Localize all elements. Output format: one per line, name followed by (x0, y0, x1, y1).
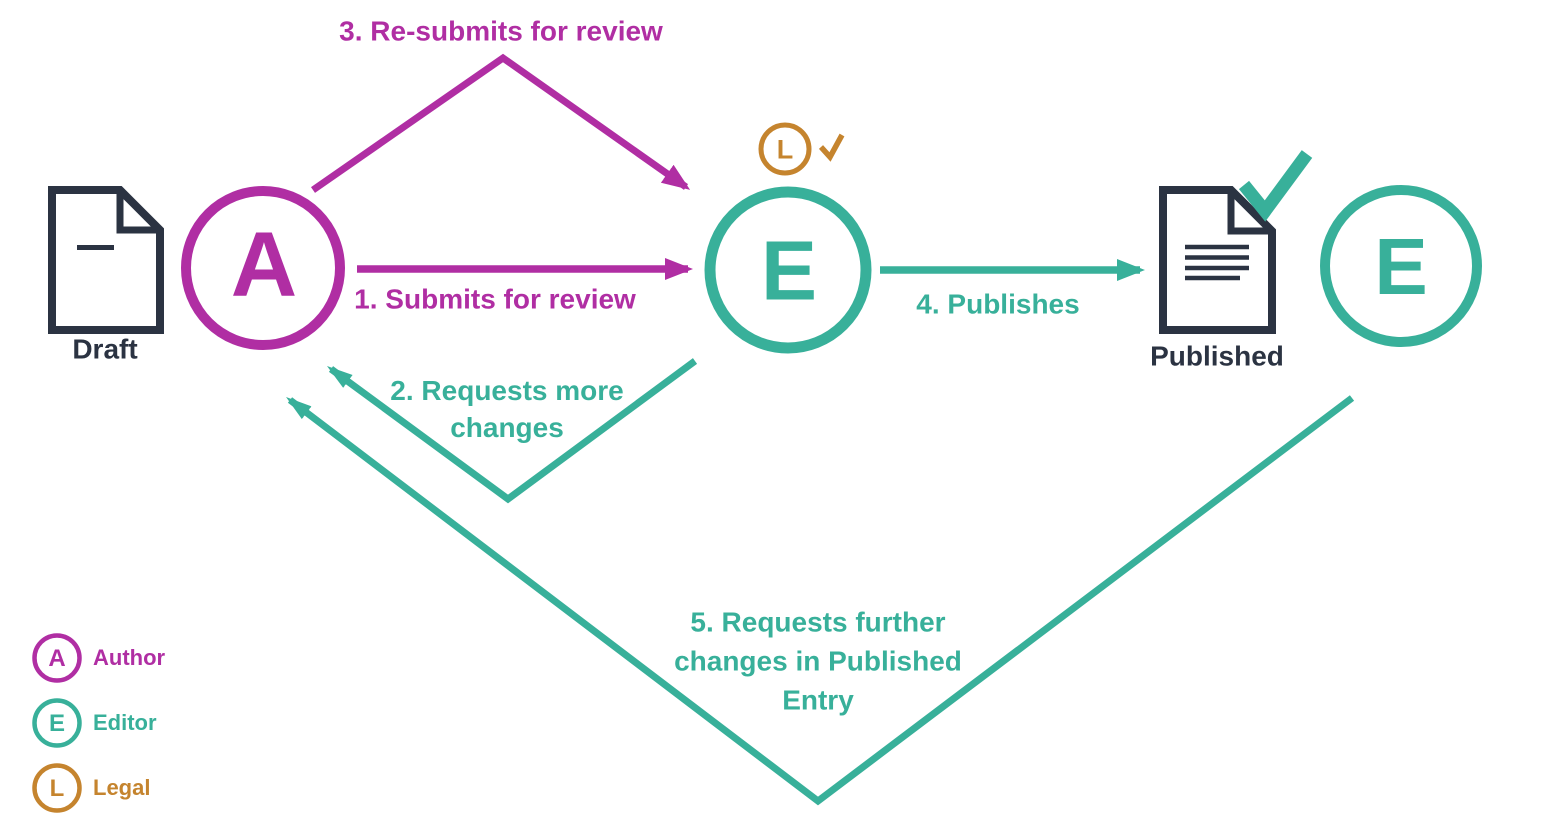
step5-label-line2: changes in Published (674, 645, 962, 677)
step2-arrow (326, 358, 698, 504)
editor-right-circle (1320, 185, 1482, 347)
step4-label: 4. Publishes (916, 288, 1080, 320)
editor-right-letter: E (1374, 222, 1428, 311)
step5-label-line1: 5. Requests further (690, 606, 946, 638)
legal-circle (758, 122, 812, 176)
step2-label-line2: changes (450, 412, 564, 443)
step5-arrow (286, 395, 1355, 806)
step5-label-line3: Entry (782, 684, 854, 716)
legend-author-circle (32, 633, 82, 683)
step1-label: 1. Submits for review (354, 283, 636, 315)
legend-editor-label: Editor (93, 710, 157, 735)
legend-author-label: Author (93, 645, 166, 670)
published-document-icon (1159, 186, 1276, 334)
step3-arrow (311, 53, 691, 193)
legend-legal-label: Legal (93, 775, 151, 800)
editor-letter: E (760, 223, 818, 318)
legal-letter: L (776, 134, 794, 165)
draft-document-icon (48, 186, 164, 334)
author-circle (181, 186, 345, 350)
legal-check-icon (818, 133, 845, 162)
published-check-icon (1238, 150, 1313, 222)
published-label: Published (1150, 340, 1284, 372)
legend-editor-letter: E (48, 710, 66, 737)
draft-label: Draft (72, 333, 138, 365)
legend-author-letter: A (48, 645, 66, 672)
step5-label: 5. Requests further changes in Published… (674, 603, 962, 720)
legend-editor-circle (32, 698, 82, 748)
step2-label: 2. Requests more changes (390, 372, 623, 446)
author-letter: A (230, 213, 298, 316)
step3-label: 3. Re-submits for review (339, 15, 663, 47)
legend-legal-circle (32, 763, 82, 813)
editor-circle (704, 186, 872, 354)
step2-label-line1: 2. Requests more (390, 375, 624, 406)
legend-legal-letter: L (49, 775, 65, 802)
